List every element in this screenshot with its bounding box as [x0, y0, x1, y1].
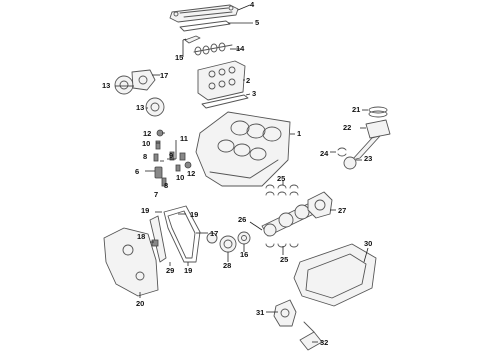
callout-19-right: 19 [190, 210, 198, 219]
piston[interactable] [365, 119, 391, 139]
plug-11[interactable] [179, 152, 186, 161]
camshaft-sprocket-upper[interactable] [114, 75, 134, 95]
callout-14: 14 [236, 44, 245, 53]
callout-19-lower: 19 [184, 266, 192, 275]
callout-22: 22 [343, 123, 351, 132]
piston-rings[interactable] [368, 106, 388, 118]
bolt-8a[interactable] [153, 153, 159, 162]
dowel-10b[interactable] [175, 164, 181, 172]
callout-31: 31 [256, 308, 264, 317]
connecting-rod[interactable] [343, 135, 381, 170]
leader-lines [115, 4, 369, 343]
chain-tensioner-arm[interactable] [149, 215, 167, 263]
callout-25-lower: 25 [280, 255, 288, 264]
oil-pan[interactable] [293, 243, 377, 307]
callout-9: 9 [169, 151, 173, 160]
main-bearings-upper[interactable] [265, 184, 299, 196]
oil-pump[interactable] [273, 299, 297, 327]
callout-27: 27 [338, 206, 346, 215]
callout-2: 2 [246, 76, 250, 85]
callout-5: 5 [255, 18, 259, 27]
dowel-10a[interactable] [155, 140, 161, 150]
callout-12-lower: 12 [187, 169, 195, 178]
callout-25-upper: 25 [277, 174, 285, 183]
plug-12b[interactable] [184, 161, 192, 169]
timing-chain[interactable] [163, 205, 201, 263]
callout-12-upper: 12 [143, 129, 151, 138]
callout-26: 26 [238, 215, 246, 224]
valve-cover[interactable] [169, 4, 239, 23]
callout-23: 23 [364, 154, 372, 163]
callout-16: 16 [240, 250, 248, 259]
crankshaft-pulley[interactable] [219, 235, 237, 253]
crankshaft[interactable] [261, 199, 323, 237]
tensioner[interactable] [151, 239, 159, 247]
callout-15: 15 [175, 53, 183, 62]
camshaft[interactable] [193, 42, 233, 56]
timing-cover[interactable] [103, 227, 159, 297]
callout-8-upper: 8 [143, 152, 147, 161]
main-bearings-lower[interactable] [265, 243, 299, 248]
head-gasket[interactable] [201, 94, 249, 109]
callout-10-left: 10 [142, 139, 150, 148]
bolt-8b[interactable] [161, 177, 167, 187]
callout-6: 6 [135, 167, 139, 176]
callout-19-top: 19 [141, 206, 149, 215]
callout-3: 3 [252, 89, 256, 98]
callout-24: 24 [320, 149, 329, 158]
timing-chain-guide[interactable] [184, 35, 201, 44]
callout-10-right: 10 [176, 173, 184, 182]
callout-30: 30 [364, 239, 372, 248]
callout-32: 32 [320, 338, 328, 347]
harmonic-balancer[interactable] [237, 231, 251, 245]
rod-bearing[interactable] [337, 147, 347, 157]
callout-13-left: 13 [102, 81, 110, 90]
callout-labels: 4 5 15 14 2 3 1 17 13 13 12 11 10 9 8 6 … [102, 0, 372, 347]
rear-main-seal[interactable] [307, 191, 333, 219]
valve-cover-gasket[interactable] [179, 20, 231, 32]
callout-17-upper: 17 [160, 71, 168, 80]
crankshaft-sprocket[interactable] [206, 232, 218, 244]
callout-29: 29 [166, 266, 174, 275]
callout-7: 7 [154, 190, 158, 199]
callout-11: 11 [180, 134, 188, 143]
callout-21: 21 [352, 105, 360, 114]
oil-pickup-tube[interactable] [299, 321, 323, 351]
cylinder-head[interactable] [197, 60, 246, 101]
callout-17-lower: 17 [210, 229, 218, 238]
oil-pressure-sensor[interactable] [154, 166, 163, 179]
callout-1: 1 [297, 129, 301, 138]
callout-13-lower: 13 [136, 103, 144, 112]
callout-4: 4 [250, 0, 255, 9]
callout-20: 20 [136, 299, 144, 308]
sprocket-cover-seal[interactable] [131, 69, 156, 91]
engine-block[interactable] [195, 111, 291, 187]
camshaft-sprocket-lower[interactable] [145, 97, 165, 117]
sensor-9[interactable] [169, 151, 175, 161]
callout-28: 28 [223, 261, 231, 270]
callout-18: 18 [137, 232, 145, 241]
callout-8-lower: 8 [164, 181, 168, 190]
